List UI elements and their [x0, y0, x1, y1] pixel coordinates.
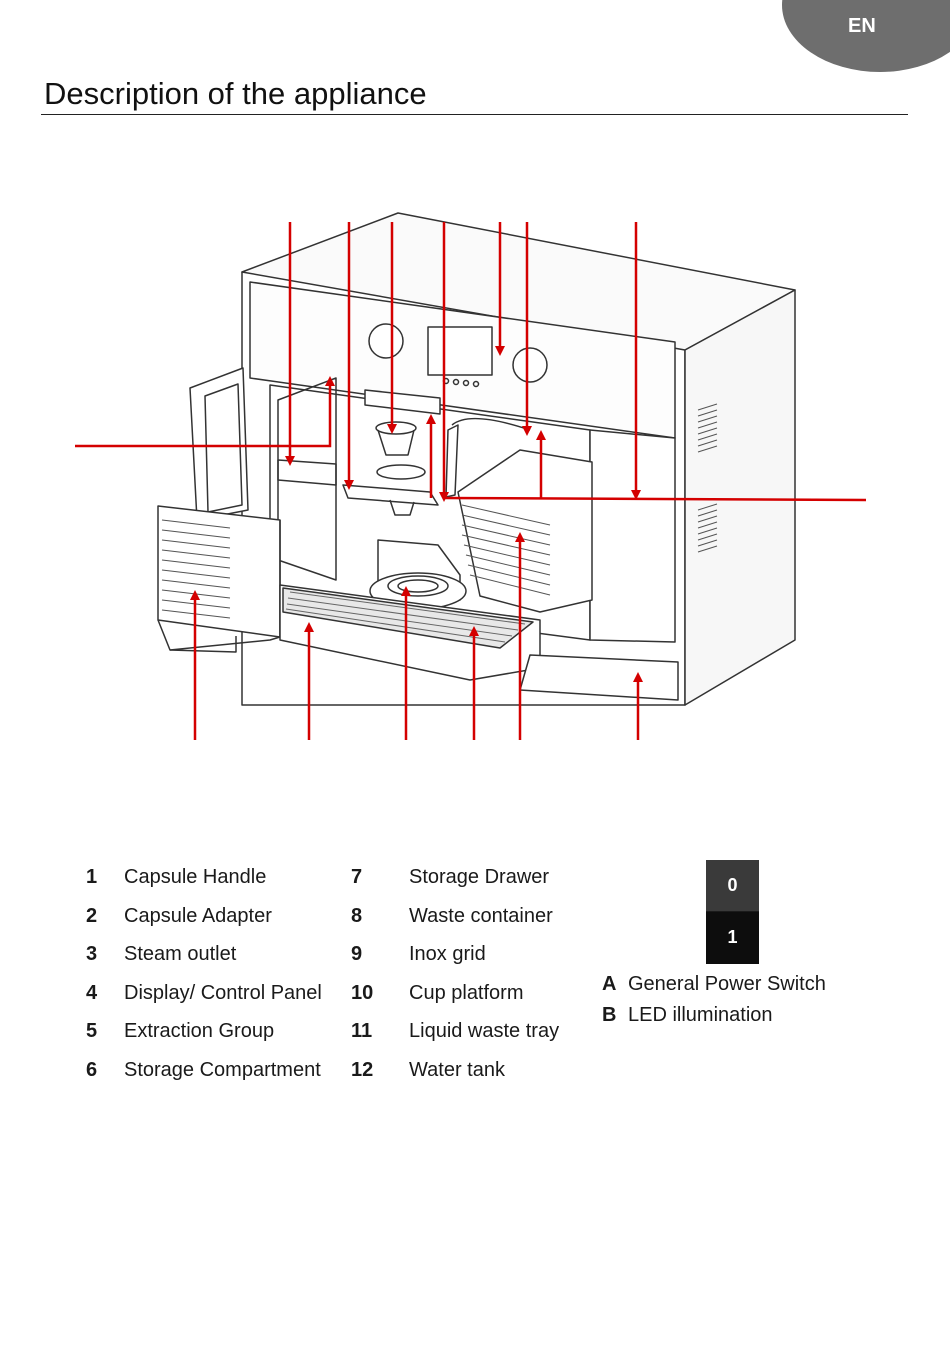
part-label: Capsule Handle [124, 866, 266, 889]
part-label: Inox grid [409, 943, 486, 966]
part-number: 5 [86, 1020, 126, 1043]
part-number: 11 [351, 1020, 391, 1043]
part-label: Waste container [409, 905, 553, 928]
left-knob [369, 324, 403, 358]
switch-on-label: 1 [706, 912, 759, 963]
part-number: 2 [86, 905, 126, 928]
right-knob [513, 348, 547, 382]
part-number: 3 [86, 943, 126, 966]
part-number: 4 [86, 982, 126, 1005]
display-screen [428, 327, 492, 375]
part-number: 6 [86, 1059, 126, 1082]
extra-letter: B [602, 1004, 628, 1027]
extra-label: General Power Switch [628, 973, 826, 995]
appliance-diagram [0, 200, 950, 760]
part-label: Display/ Control Panel [124, 982, 322, 1005]
switch-on-position: 1 [706, 912, 759, 964]
cabinet-side [685, 290, 795, 705]
extra-letter: A [602, 973, 628, 996]
language-label: EN [848, 15, 876, 38]
part-number: 10 [351, 982, 391, 1005]
page-title: Description of the appliance [44, 76, 427, 112]
capsule-adapter [376, 422, 416, 434]
part-number: 12 [351, 1059, 391, 1082]
switch-off-position: 0 [706, 860, 759, 911]
part-label: Cup platform [409, 982, 524, 1005]
extra-label: LED illumination [628, 1004, 773, 1026]
switch-off-label: 0 [706, 860, 759, 911]
part-number: 8 [351, 905, 391, 928]
part-number: 9 [351, 943, 391, 966]
part-label: Storage Drawer [409, 866, 549, 889]
part-label: Water tank [409, 1059, 505, 1082]
right-panel [590, 430, 675, 642]
part-label: Extraction Group [124, 1020, 274, 1043]
part-label: Liquid waste tray [409, 1020, 559, 1043]
title-divider [41, 114, 908, 115]
power-switch-illustration: 0 1 [706, 860, 759, 964]
part-label: Steam outlet [124, 943, 236, 966]
part-number: 7 [351, 866, 391, 889]
part-number: 1 [86, 866, 126, 889]
part-label: Storage Compartment [124, 1059, 321, 1082]
part-label: Capsule Adapter [124, 905, 272, 928]
storage-drawer [520, 655, 678, 700]
